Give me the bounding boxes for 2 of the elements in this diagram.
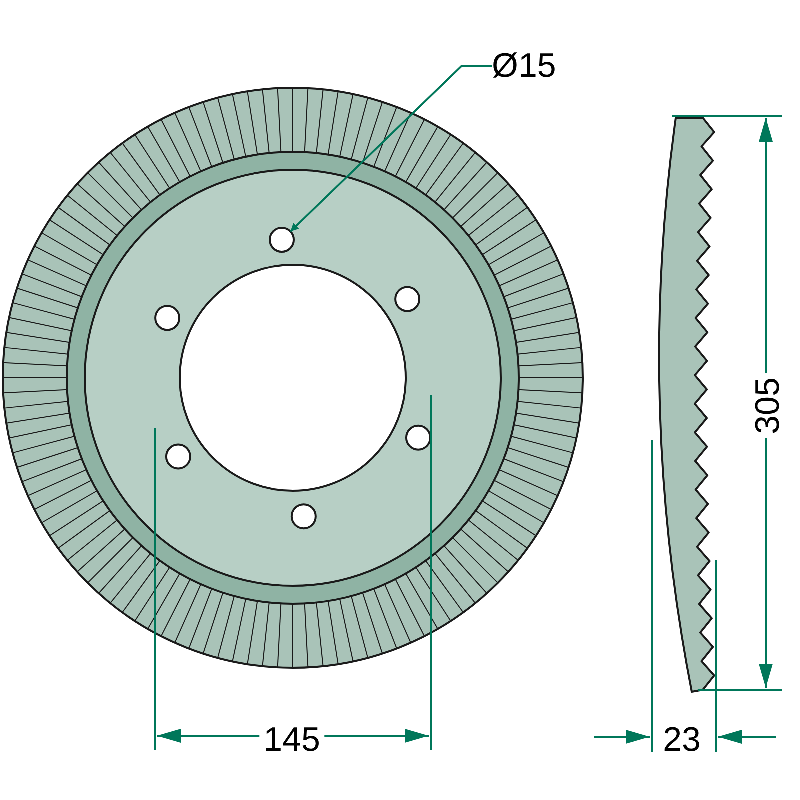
- leader-line: [290, 65, 492, 232]
- dimension-label: Ø15: [492, 49, 556, 83]
